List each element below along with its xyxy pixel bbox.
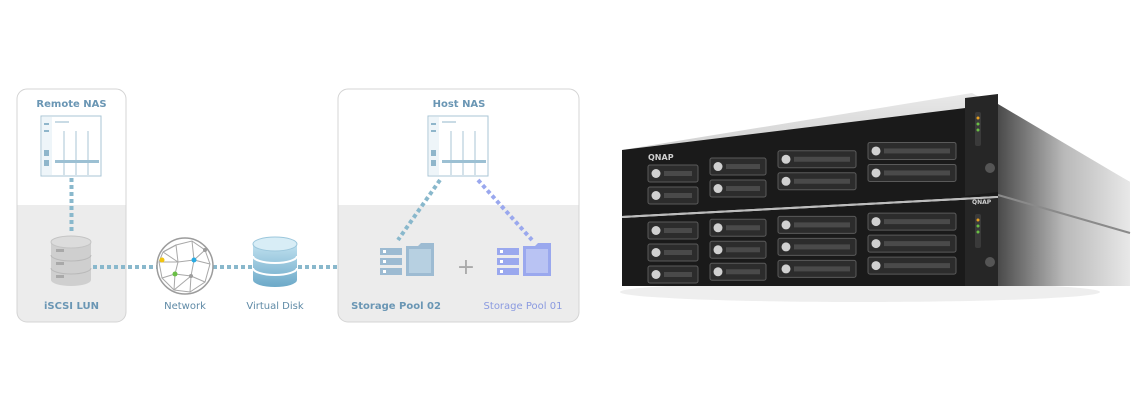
drive-tray-latch-icon	[781, 154, 791, 164]
drive-tray-latch-icon	[871, 261, 881, 271]
drive-tray-latch-icon	[871, 239, 881, 249]
host-nas-title: Host NAS	[433, 99, 486, 110]
drive-tray-vent	[884, 263, 950, 269]
drive-tray-vent	[726, 164, 760, 170]
host-nas-icon	[427, 115, 489, 177]
host-link-pool-02	[396, 178, 442, 242]
drive-tray-vent	[794, 156, 850, 162]
drive-tray-latch-icon	[781, 220, 791, 230]
storage-pool-01-label: Storage Pool 01	[484, 301, 563, 312]
storage-pool-02-label: Storage Pool 02	[351, 301, 441, 312]
drive-tray-latch-icon	[651, 226, 661, 235]
drive-tray-vent	[884, 148, 950, 154]
storage-pool-02-icon	[380, 243, 434, 276]
drive-tray-latch-icon	[713, 267, 723, 277]
drive-tray-latch-icon	[871, 168, 881, 178]
drive-tray-vent	[664, 193, 692, 198]
drive-tray-latch-icon	[651, 191, 661, 200]
drive-tray-latch-icon	[651, 248, 661, 257]
drive-tray-latch-icon	[651, 270, 661, 279]
drive-tray-latch-icon	[713, 245, 723, 255]
drive-tray-latch-icon	[651, 169, 661, 178]
drive-tray-vent	[794, 222, 850, 228]
drive-tray-vent	[884, 241, 950, 247]
drive-tray-latch-icon	[871, 146, 881, 156]
plus-sign: +	[457, 255, 475, 280]
remote-nas-icon	[40, 115, 102, 177]
drive-tray-latch-icon	[781, 176, 791, 186]
host-nas-panel: Host NAS Storage Pool 02	[337, 88, 580, 323]
brand-logo-lower: QNAP	[972, 199, 992, 206]
drive-tray-latch-icon	[871, 217, 881, 227]
drive-tray-vent	[726, 247, 760, 253]
drive-tray-vent	[664, 228, 692, 233]
drive-bays	[647, 141, 957, 284]
drive-tray-vent	[664, 272, 692, 277]
drive-tray-latch-icon	[781, 264, 791, 274]
network-globe-icon	[156, 237, 214, 295]
drive-tray-vent	[726, 186, 760, 192]
iscsi-lun-label: iSCSI LUN	[44, 301, 99, 312]
drive-tray-vent	[794, 244, 850, 250]
drive-tray-vent	[884, 219, 950, 225]
drive-tray-vent	[726, 269, 760, 275]
drive-tray-latch-icon	[713, 223, 723, 233]
network-label: Network	[164, 301, 206, 312]
brand-logo-upper: QNAP	[648, 153, 674, 162]
storage-pool-01-icon	[497, 243, 551, 276]
drive-tray-vent	[726, 225, 760, 231]
virtual-disk-label: Virtual Disk	[246, 301, 304, 312]
remote-nas-panel: Remote NAS iSCSI LUN	[16, 88, 127, 323]
drive-tray-latch-icon	[713, 184, 723, 194]
drive-tray-vent	[794, 266, 850, 272]
remote-nas-title: Remote NAS	[36, 99, 106, 110]
virtual-disk-icon	[252, 236, 298, 287]
drive-tray-latch-icon	[713, 162, 723, 172]
drive-tray-vent	[884, 170, 950, 176]
drive-tray-vent	[794, 178, 850, 184]
drive-tray-vent	[664, 250, 692, 255]
drive-tray-latch-icon	[781, 242, 791, 252]
iscsi-lun-icon	[50, 235, 92, 286]
rackmount-nas-device: QNAP QNAP	[620, 93, 1131, 302]
drive-tray-vent	[664, 171, 692, 176]
